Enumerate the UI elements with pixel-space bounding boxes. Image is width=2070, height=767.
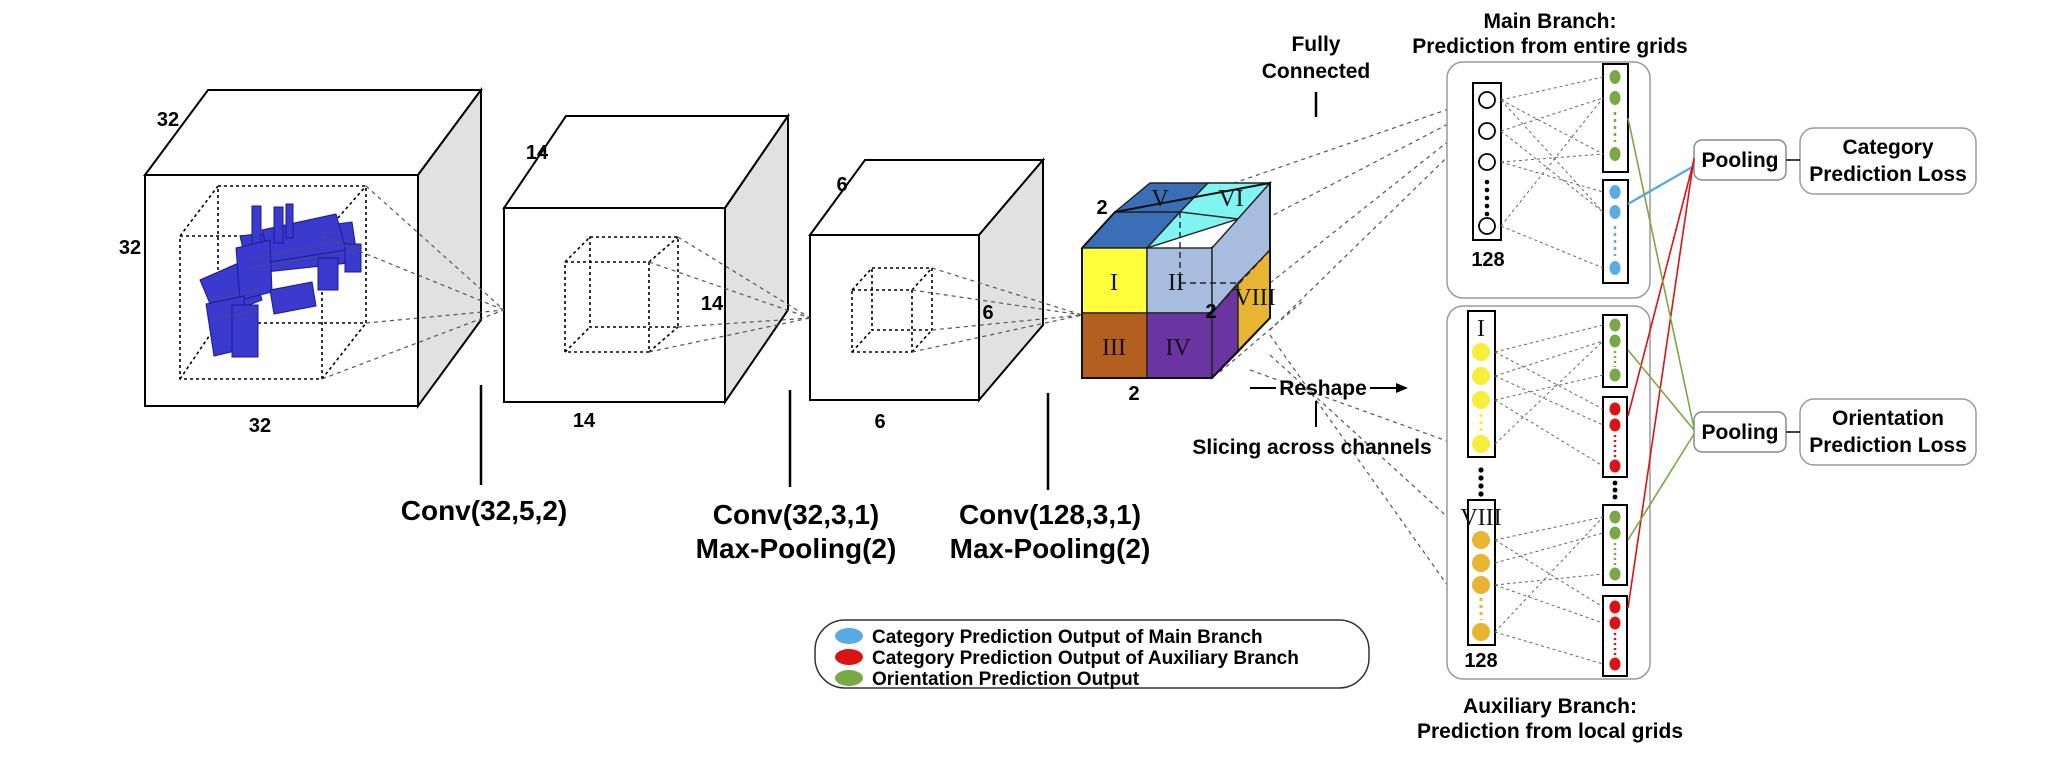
cube2-height-label: 14: [701, 293, 724, 315]
legend-swatch-orientation: [835, 670, 863, 686]
grid-region-VI: VI: [1218, 186, 1243, 212]
aux-neuron-column-I: [1467, 310, 1496, 458]
conv2-label-line1: Conv(32,3,1): [713, 499, 880, 530]
main-category-outputs: [1609, 185, 1621, 275]
aux-column-region-VIII: VIII: [1460, 505, 1501, 531]
main-branch-title-line2: Prediction from entire grids: [1412, 35, 1687, 58]
legend-label-orientation: Orientation Prediction Output: [872, 669, 1140, 690]
aux-outputs-ellipsis: [1612, 480, 1618, 500]
pooling-label-orientation: Pooling: [1702, 421, 1779, 444]
legend-box: [814, 619, 1370, 689]
pooling-label-category: Pooling: [1702, 149, 1779, 172]
orientation-loss-line2: Prediction Loss: [1809, 434, 1967, 457]
legend-swatch-main-category: [835, 628, 863, 644]
aux-neurons-I: [1472, 343, 1490, 453]
reshape-label: Reshape: [1279, 377, 1367, 400]
aux-neurons-VIII: [1472, 531, 1490, 641]
category-loss-line2: Prediction Loss: [1809, 163, 1967, 186]
conv1-feature-cube: [502, 112, 790, 406]
slicing-label: Slicing across channels: [1192, 436, 1431, 459]
legend-swatch-aux-category: [835, 649, 863, 665]
fully-connected-label-line1: Fully: [1291, 33, 1340, 56]
aux-neuron-count: 128: [1464, 650, 1497, 672]
legend-label-main-category: Category Prediction Output of Main Branc…: [872, 627, 1263, 648]
aux-column-region-I: I: [1477, 316, 1485, 342]
fully-connected-label-line2: Connected: [1262, 60, 1371, 83]
cube2-width-label: 14: [573, 410, 596, 432]
main-branch-connections: [1500, 76, 1604, 269]
conv2-label-line2: Max-Pooling(2): [696, 533, 897, 564]
cube1-height-label: 32: [119, 237, 141, 259]
conv3-label-line2: Max-Pooling(2): [950, 533, 1151, 564]
cube3-width-label: 6: [874, 411, 885, 433]
cube3-height-label: 6: [982, 302, 993, 324]
grid-region-IV: IV: [1165, 335, 1191, 361]
cube1-width-label: 32: [249, 415, 271, 437]
conv2-feature-cube: [808, 157, 1046, 403]
aux-branch-title-line2: Prediction from local grids: [1417, 720, 1683, 743]
cube3-depth-label: 6: [836, 174, 847, 196]
legend-label-aux-category: Category Prediction Output of Auxiliary …: [872, 648, 1299, 669]
legend: Category Prediction Output of Main Branc…: [835, 627, 1299, 690]
output-to-pooling-connections: [1627, 117, 1695, 609]
main-neuron-count: 128: [1471, 249, 1504, 271]
aux-neuron-column-VIII: [1467, 499, 1496, 646]
main-neuron-ellipsis: [1484, 179, 1490, 217]
grid-2x2x2: [1080, 181, 1273, 380]
main-branch-title-line1: Main Branch:: [1483, 10, 1616, 33]
grid-width-label: 2: [1128, 383, 1139, 405]
grid-depth-label: 2: [1096, 197, 1107, 219]
grid-region-II: II: [1168, 270, 1184, 296]
grid-height-label: 2: [1205, 301, 1216, 323]
grid-region-V: V: [1151, 186, 1169, 212]
aux-branch-title-line1: Auxiliary Branch:: [1463, 695, 1637, 718]
main-orientation-outputs: [1609, 70, 1621, 161]
category-loss-line1: Category: [1842, 136, 1933, 159]
grid-region-III: III: [1102, 335, 1126, 361]
layer-pointer-lines: [479, 92, 1318, 490]
grid-region-I: I: [1110, 270, 1118, 296]
input-voxel-cube: [143, 86, 483, 410]
category-loss-box: [1799, 127, 1977, 195]
grid-region-VIII: VIII: [1234, 285, 1275, 311]
conv1-label: Conv(32,5,2): [401, 495, 568, 526]
aux-branch-connections: [1494, 324, 1604, 665]
main-neurons: [1478, 91, 1496, 235]
aux-column-ellipsis: [1478, 467, 1484, 497]
orientation-loss-line1: Orientation: [1832, 407, 1944, 430]
truck-voxel-icon: [199, 203, 362, 358]
conv3-label-line1: Conv(128,3,1): [959, 499, 1141, 530]
cube1-depth-label: 32: [157, 109, 179, 131]
cube2-depth-label: 14: [526, 142, 549, 164]
reshape-arrow: [1250, 383, 1408, 427]
